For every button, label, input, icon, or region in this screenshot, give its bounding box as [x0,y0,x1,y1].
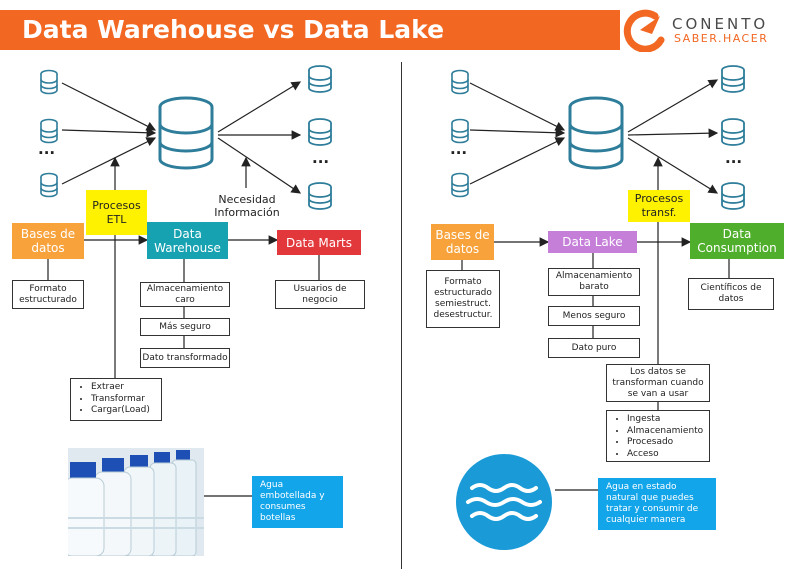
data-marts-box: Data Marts [277,230,361,255]
source-db-icon [40,172,58,198]
mart-db-icon [308,65,332,93]
business-users-note: Usuarios de negocio [275,280,365,309]
lake-db-icon [568,96,624,170]
format-note: Formato estructurado [12,280,84,309]
bottled-water-image [68,448,204,556]
source-db-icon [451,172,469,198]
etl-step: Cargar(Load) [91,405,157,417]
lake-step: Acceso [627,449,705,461]
mart-db-icon [308,118,332,146]
more-sources-ellipsis: ... [450,140,468,158]
lake-step: Almacenamiento [627,426,705,438]
sources-box: Bases de datos [431,224,494,260]
information-need-label: Necesidad Información [214,193,280,219]
data-state-note: Dato transformado [140,348,230,368]
more-targets-ellipsis: ... [312,149,330,167]
more-targets-ellipsis: ... [725,149,743,167]
data-warehouse-box: Data Warehouse [147,222,228,259]
storage-cost-note: Almacenamiento barato [548,268,640,296]
lake-step: Ingesta [627,414,705,426]
natural-water-icon [456,454,552,550]
title-banner [0,10,620,50]
warehouse-db-icon [158,96,214,170]
consumer-db-icon [721,118,745,146]
conento-logo-icon [623,9,665,52]
section-divider [401,62,402,569]
etl-process-box: Procesos ETL [86,190,147,235]
consumer-db-icon [721,65,745,93]
data-lake-box: Data Lake [548,231,637,253]
data-state-note: Dato puro [548,338,640,358]
etl-step: Transformar [91,394,157,406]
source-db-icon [451,69,469,95]
more-sources-ellipsis: ... [38,140,56,158]
transform-on-use-note: Los datos se transforman cuando se van a… [606,364,710,402]
sources-box: Bases de datos [12,223,84,259]
data-scientists-note: Científicos de datos [688,278,774,310]
format-note: Formato estructurado semiestruct. desest… [426,270,500,328]
bottled-water-callout: Agua embotellada y consumes botellas [252,476,343,528]
natural-water-callout: Agua en estado natural que puedes tratar… [598,478,716,530]
lake-step: Procesado [627,437,705,449]
etl-step: Extraer [91,382,157,394]
security-note: Más seguro [140,318,230,336]
security-note: Menos seguro [548,306,640,326]
mart-db-icon [308,182,332,210]
source-db-icon [40,69,58,95]
etl-steps-list: Extraer Transformar Cargar(Load) [70,378,162,421]
logo-tagline: SABER.HACER [674,32,769,45]
logo-name: CONENTO [672,15,769,33]
transform-process-box: Procesos transf. [628,190,690,222]
lake-steps-list: Ingesta Almacenamiento Procesado Acceso [606,410,710,462]
page-title: Data Warehouse vs Data Lake [22,15,445,44]
data-consumption-box: Data Consumption [690,223,784,259]
storage-cost-note: Almacenamiento caro [140,282,230,307]
consumer-db-icon [721,182,745,210]
